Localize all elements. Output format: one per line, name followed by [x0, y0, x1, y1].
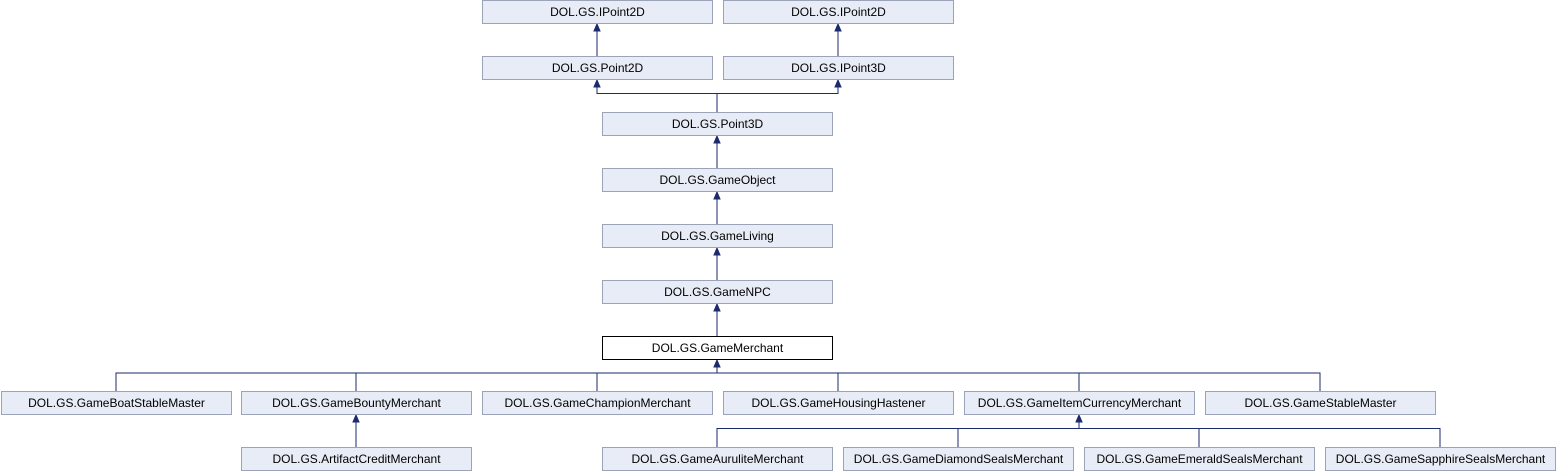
inheritance-arrowhead: [713, 302, 721, 312]
class-node-label: DOL.GS.GameItemCurrencyMerchant: [978, 396, 1182, 410]
class-node-gamemerchant: DOL.GS.GameMerchant: [602, 336, 833, 360]
class-node-diamond[interactable]: DOL.GS.GameDiamondSealsMerchant: [843, 447, 1074, 471]
class-node-box: [1084, 447, 1315, 471]
class-node-box: [241, 391, 472, 415]
class-node-gamenpc[interactable]: DOL.GS.GameNPC: [602, 280, 833, 304]
class-node-box: [482, 0, 713, 24]
class-node-box: [723, 0, 954, 24]
inheritance-edge-aurulite-to-itemcurrency: [716, 420, 1080, 447]
inheritance-arrowhead: [593, 22, 601, 32]
inheritance-edge-itemcurrency-to-gamemerchant: [716, 365, 1080, 391]
class-node-label: DOL.GS.IPoint3D: [791, 61, 886, 75]
inheritance-edge-point3d-to-ipoint3d: [716, 85, 839, 112]
inheritance-arrowhead: [593, 78, 601, 88]
class-node-stable[interactable]: DOL.GS.GameStableMaster: [1205, 391, 1436, 415]
class-node-label: DOL.GS.GameSapphireSealsMerchant: [1336, 452, 1546, 466]
class-node-label: DOL.GS.GameDiamondSealsMerchant: [854, 452, 1064, 466]
inheritance-edge-stable-to-gamemerchant: [716, 365, 1321, 391]
class-node-itemcurrency[interactable]: DOL.GS.GameItemCurrencyMerchant: [964, 391, 1195, 415]
class-node-label: DOL.GS.GameObject: [659, 173, 776, 187]
class-node-box: [602, 168, 833, 192]
class-node-point2d[interactable]: DOL.GS.Point2D: [482, 56, 713, 80]
class-node-ipoint2d_b[interactable]: DOL.GS.IPoint2D: [723, 0, 954, 24]
class-node-artifact[interactable]: DOL.GS.ArtifactCreditMerchant: [241, 447, 472, 471]
inheritance-edge-sapphire-to-itemcurrency: [1078, 420, 1441, 447]
class-node-ipoint2d_a[interactable]: DOL.GS.IPoint2D: [482, 0, 713, 24]
class-node-label: DOL.GS.GameStableMaster: [1244, 396, 1396, 410]
class-node-boatstable[interactable]: DOL.GS.GameBoatStableMaster: [1, 391, 232, 415]
edges-layer: [115, 22, 1441, 447]
class-node-gameobject[interactable]: DOL.GS.GameObject: [602, 168, 833, 192]
class-node-label: DOL.GS.GameBoatStableMaster: [28, 396, 205, 410]
class-node-bounty[interactable]: DOL.GS.GameBountyMerchant: [241, 391, 472, 415]
class-node-label: DOL.GS.GameNPC: [664, 285, 771, 299]
class-node-label: DOL.GS.GameBountyMerchant: [272, 396, 441, 410]
inheritance-arrowhead: [352, 413, 360, 423]
class-node-box: [482, 391, 713, 415]
class-node-box: [602, 336, 833, 360]
class-node-champion[interactable]: DOL.GS.GameChampionMerchant: [482, 391, 713, 415]
class-node-box: [1205, 391, 1436, 415]
class-node-box: [964, 391, 1195, 415]
inheritance-edge-boatstable-to-gamemerchant: [115, 365, 718, 391]
inheritance-arrowhead: [834, 22, 842, 32]
class-node-label: DOL.GS.GameLiving: [661, 229, 774, 243]
class-node-aurulite[interactable]: DOL.GS.GameAuruliteMerchant: [602, 447, 833, 471]
class-node-box: [241, 447, 472, 471]
inheritance-arrowhead: [713, 190, 721, 200]
class-node-label: DOL.GS.Point3D: [672, 117, 764, 131]
class-node-housing[interactable]: DOL.GS.GameHousingHastener: [723, 391, 954, 415]
inheritance-arrowhead: [713, 246, 721, 256]
class-node-box: [482, 56, 713, 80]
class-node-label: DOL.GS.GameHousingHastener: [751, 396, 925, 410]
class-node-ipoint3d[interactable]: DOL.GS.IPoint3D: [723, 56, 954, 80]
inheritance-edge-emerald-to-itemcurrency: [1078, 420, 1200, 447]
inheritance-edge-bounty-to-gamemerchant: [355, 365, 718, 391]
inheritance-edge-diamond-to-itemcurrency: [957, 420, 1080, 447]
class-node-box: [723, 56, 954, 80]
class-node-gameliving[interactable]: DOL.GS.GameLiving: [602, 224, 833, 248]
inheritance-edge-housing-to-gamemerchant: [716, 365, 839, 391]
class-node-box: [602, 280, 833, 304]
class-node-box: [723, 391, 954, 415]
class-node-box: [602, 224, 833, 248]
inheritance-edge-point3d-to-point2d: [596, 85, 718, 112]
class-node-label: DOL.GS.GameChampionMerchant: [504, 396, 691, 410]
inheritance-arrowhead: [713, 134, 721, 144]
inheritance-arrowhead: [834, 78, 842, 88]
class-node-sapphire[interactable]: DOL.GS.GameSapphireSealsMerchant: [1325, 447, 1556, 471]
class-node-point3d[interactable]: DOL.GS.Point3D: [602, 112, 833, 136]
class-node-label: DOL.GS.IPoint2D: [791, 5, 886, 19]
class-node-label: DOL.GS.ArtifactCreditMerchant: [272, 452, 441, 466]
class-node-label: DOL.GS.GameAuruliteMerchant: [631, 452, 804, 466]
class-node-emerald[interactable]: DOL.GS.GameEmeraldSealsMerchant: [1084, 447, 1315, 471]
class-node-label: DOL.GS.GameEmeraldSealsMerchant: [1096, 452, 1303, 466]
class-node-box: [602, 112, 833, 136]
class-node-label: DOL.GS.GameMerchant: [652, 341, 784, 355]
class-node-box: [602, 447, 833, 471]
inheritance-edge-champion-to-gamemerchant: [596, 365, 718, 391]
class-node-box: [1, 391, 232, 415]
class-node-label: DOL.GS.IPoint2D: [550, 5, 645, 19]
class-node-label: DOL.GS.Point2D: [552, 61, 644, 75]
class-node-box: [843, 447, 1074, 471]
